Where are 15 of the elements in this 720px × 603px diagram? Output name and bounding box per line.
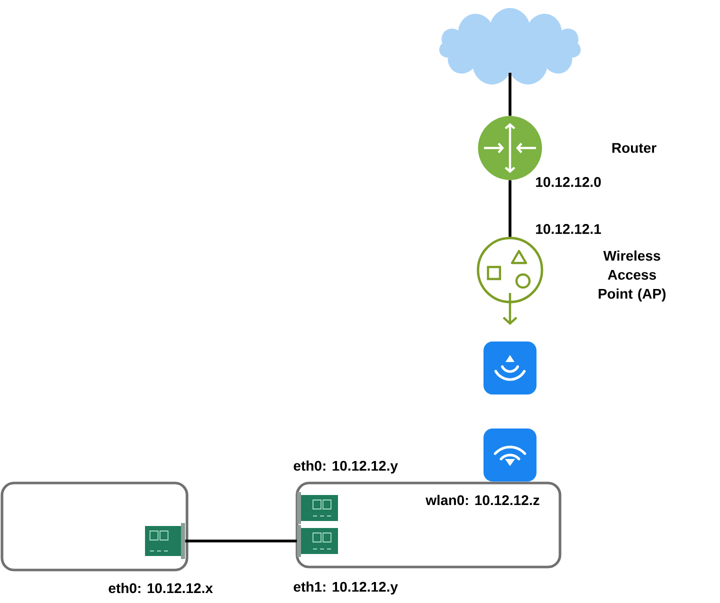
cloud <box>439 8 581 85</box>
interface-label: eth1: 10.12.12.y <box>294 581 398 595</box>
connector-line <box>508 72 512 116</box>
wifi-icon <box>484 428 536 482</box>
device-box <box>0 482 188 572</box>
ip-label: 10.12.12.0 <box>536 177 601 187</box>
device-label: Router <box>612 143 656 153</box>
connector-line <box>185 540 297 542</box>
interface-label: eth0: 10.12.12.y <box>294 460 398 474</box>
connector-line <box>508 180 512 237</box>
ip-label: 10.12.12.1 <box>536 224 601 234</box>
broadcast-icon <box>484 342 536 394</box>
device-box: wlan0: 10.12.12.z <box>296 482 562 568</box>
interface-label: eth0: 10.12.12.x <box>108 582 213 594</box>
device-label: Wireless Access Point (AP) <box>598 250 666 302</box>
